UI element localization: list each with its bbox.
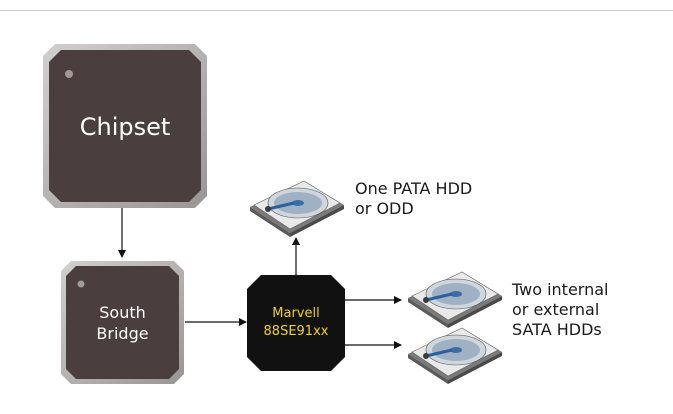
- south-bridge-label: South Bridge: [61, 302, 184, 344]
- south-bridge-label-line1: South: [99, 303, 146, 322]
- sata-caption-line2: or external: [512, 300, 600, 319]
- south-bridge-label-line2: Bridge: [96, 324, 149, 343]
- sata-caption-line3: SATA HDDs: [512, 320, 602, 339]
- pata-caption-line1: One PATA HDD: [355, 179, 473, 198]
- top-divider: [0, 10, 673, 11]
- sata-caption-line1: Two internal: [512, 280, 609, 299]
- sata-hdd-1-icon: [404, 258, 504, 328]
- chipset-chip: Chipset: [43, 44, 207, 208]
- marvell-controller-chip: Marvell 88SE91xx: [247, 275, 345, 371]
- south-bridge-chip: South Bridge: [61, 261, 184, 384]
- marvell-label-line1: Marvell: [272, 306, 320, 321]
- pata-caption: One PATA HDD or ODD: [355, 179, 472, 219]
- pata-caption-line2: or ODD: [355, 199, 414, 218]
- marvell-label-line2: 88SE91xx: [263, 324, 329, 339]
- sata-caption: Two internal or external SATA HDDs: [512, 280, 608, 340]
- pata-hdd-icon: [246, 167, 346, 237]
- sata-hdd-2-icon: [404, 314, 504, 384]
- chipset-label: Chipset: [79, 113, 171, 141]
